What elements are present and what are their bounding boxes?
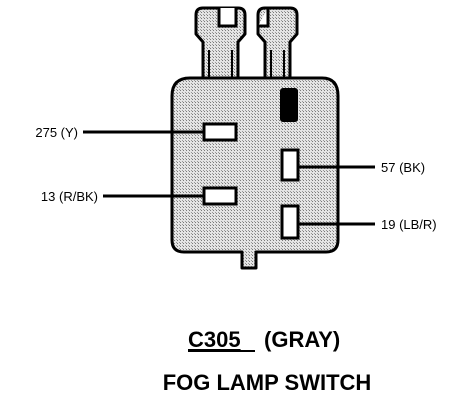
- terminal-57: [280, 148, 300, 182]
- right-locking-tab: [256, 6, 299, 82]
- pin-label-275: 275 (Y): [35, 125, 78, 140]
- connector-body: [170, 76, 340, 270]
- pin-label-57: 57 (BK): [381, 160, 425, 175]
- component-name: FOG LAMP SWITCH: [163, 370, 372, 395]
- terminal-13: [202, 186, 238, 206]
- connector-color: (GRAY): [264, 327, 340, 352]
- keying-block: [280, 88, 298, 122]
- terminal-19: [280, 204, 300, 240]
- pin-label-19: 19 (LB/R): [381, 217, 437, 232]
- connector-id: C305: [188, 327, 241, 352]
- terminal-275: [202, 122, 238, 142]
- left-locking-tab: [194, 6, 247, 82]
- pin-label-13: 13 (R/BK): [41, 189, 98, 204]
